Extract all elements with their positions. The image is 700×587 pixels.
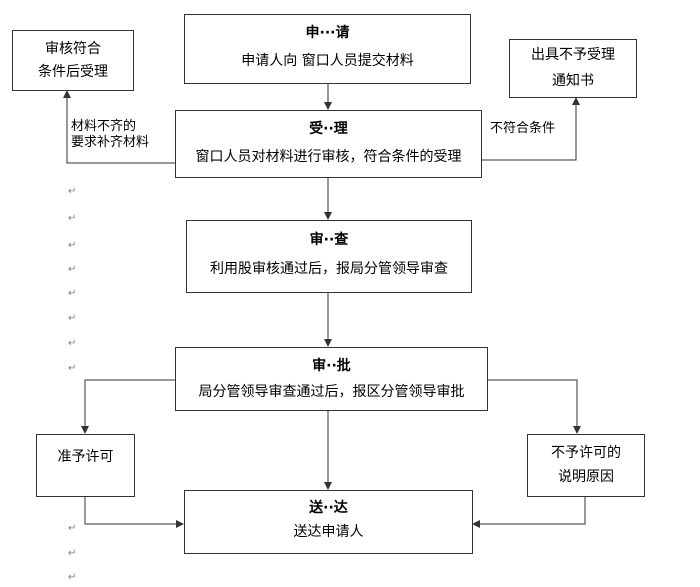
node-review: [186, 220, 472, 293]
return-mark: ↵: [68, 213, 77, 224]
node-left-top-line1: 审核符合: [45, 41, 101, 57]
arrow-permit-to-deliver: [84, 497, 184, 528]
node-deliver: [184, 490, 473, 554]
node-approve-desc: 局分管领导审查通过后，报区分管领导审批: [198, 384, 465, 400]
node-apply-title: 申···请: [305, 25, 350, 41]
node-deny-line2: 说明原因: [558, 469, 614, 485]
node-approve: [175, 347, 488, 411]
node-accept: [175, 110, 482, 178]
node-deny: [527, 434, 645, 497]
return-mark: ↵: [68, 240, 77, 251]
arrow-accept-to-lefttop: [63, 90, 175, 164]
node-right-top-line2: 通知书: [552, 73, 594, 89]
arrow-approve-to-permit: [81, 379, 175, 434]
node-deliver-title: 送··达: [309, 500, 348, 516]
node-left-top-line2: 条件后受理: [38, 64, 108, 80]
return-mark: ↵: [68, 264, 77, 275]
node-right-top: [509, 39, 637, 98]
return-mark: ↵: [68, 313, 77, 324]
arrow-deny-to-deliver: [472, 497, 586, 528]
node-accept-title: 受··理: [309, 121, 348, 137]
node-deny-line1: 不予许可的: [551, 445, 621, 461]
return-mark: ↵: [68, 338, 77, 349]
return-mark: ↵: [68, 523, 77, 534]
node-review-desc: 利用股审核通过后，报局分管领导审查: [210, 261, 448, 277]
node-apply-desc: 申请人向 窗口人员提交材料: [241, 53, 414, 69]
return-mark: ↵: [68, 572, 77, 583]
return-mark: ↵: [68, 288, 77, 299]
node-accept-desc: 窗口人员对材料进行审核，符合条件的受理: [195, 149, 462, 165]
edge-label-incomplete-2: 要求补齐材料: [71, 135, 150, 150]
node-approve-title: 审··批: [312, 358, 351, 374]
node-permit: [36, 434, 135, 497]
return-mark: ↵: [68, 186, 77, 197]
node-deliver-desc: 送达申请人: [293, 524, 364, 540]
return-mark: ↵: [68, 548, 77, 559]
node-right-top-line1: 出具不予受理: [531, 47, 615, 63]
arrow-accept-to-righttop: [482, 97, 580, 161]
arrow-approve-to-deny: [488, 379, 581, 434]
edge-label-not-qualified: 不符合条件: [490, 121, 556, 136]
return-mark: ↵: [68, 363, 77, 374]
node-review-title: 审··查: [309, 232, 349, 248]
node-permit-text: 准予许可: [57, 449, 114, 465]
node-left-top: [12, 30, 134, 91]
node-apply: [184, 14, 471, 84]
edge-label-incomplete-1: 材料不齐的: [71, 119, 137, 134]
